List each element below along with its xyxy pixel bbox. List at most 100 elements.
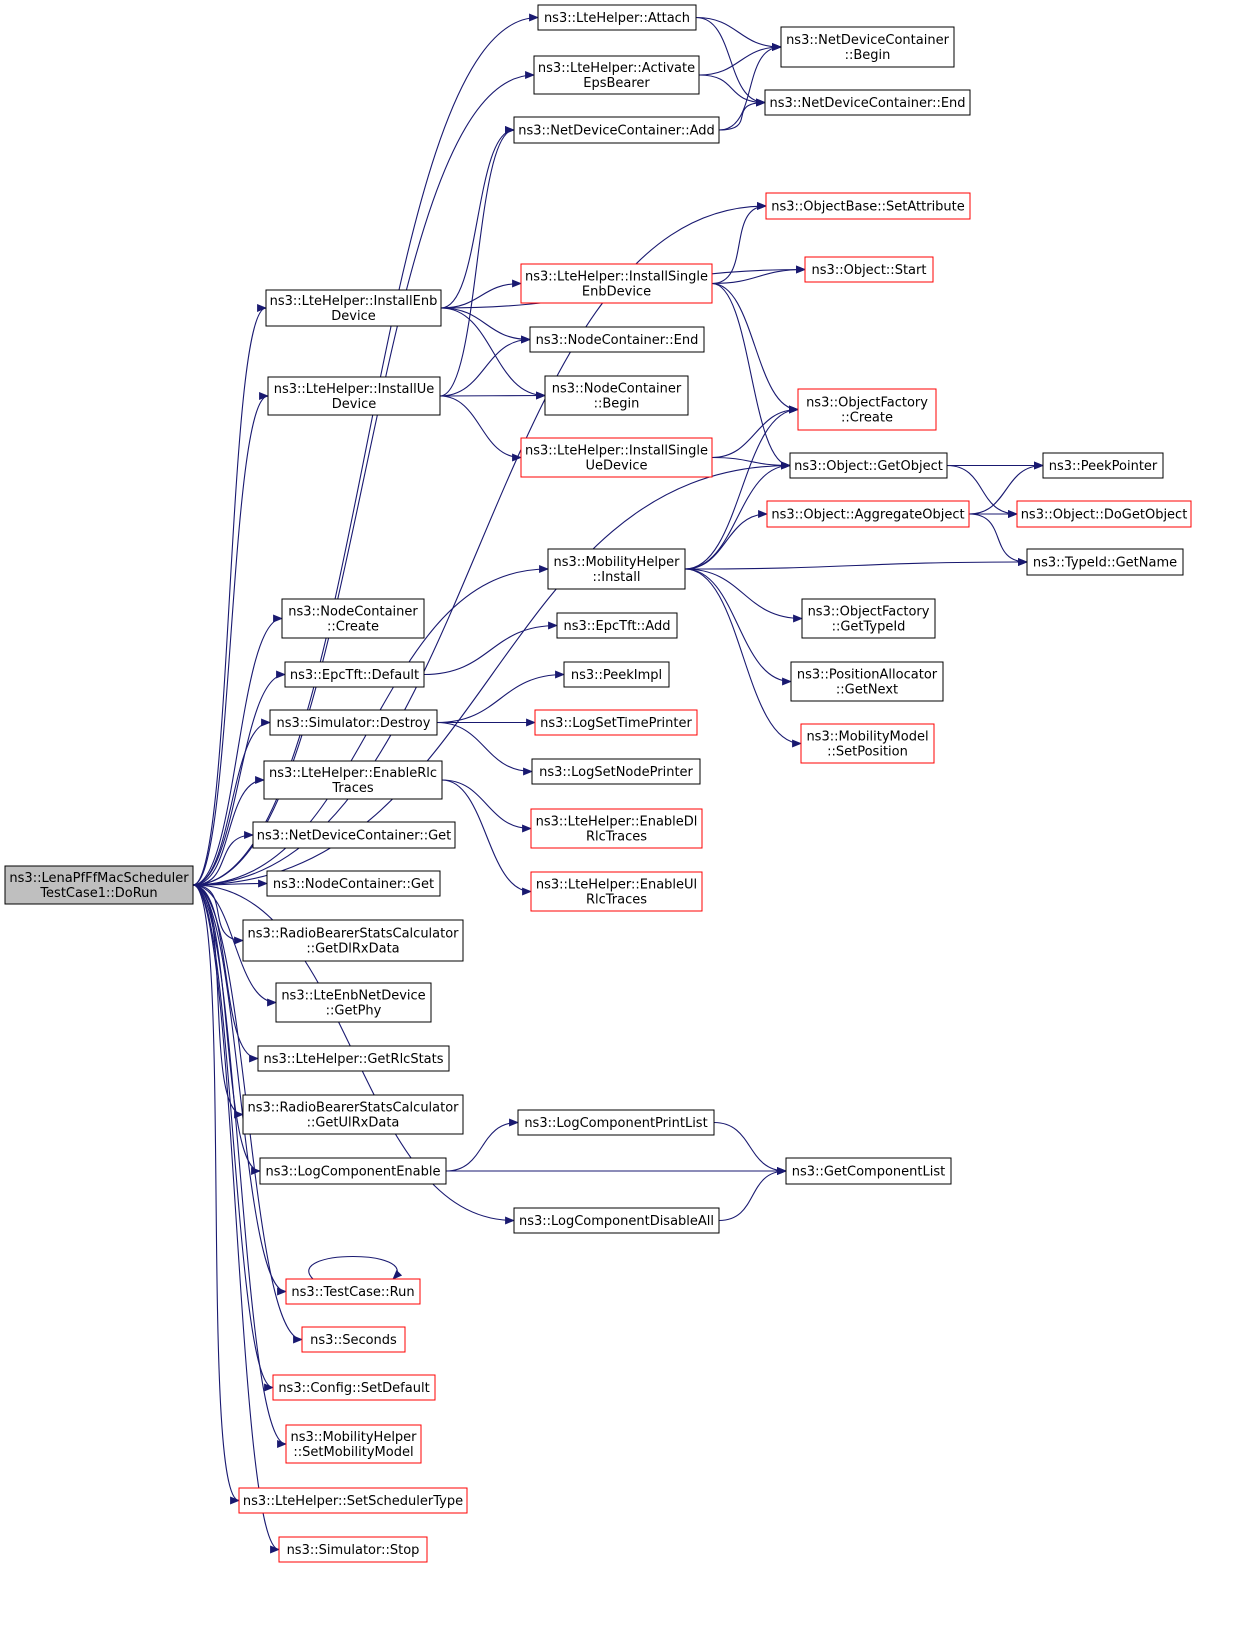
node-box[interactable] — [263, 760, 443, 800]
node-box[interactable] — [513, 116, 720, 144]
node-ns3-mobilityhelper-install[interactable]: ns3::MobilityHelper::Install — [547, 548, 686, 590]
node-box[interactable] — [766, 500, 970, 528]
node-box[interactable] — [547, 548, 686, 590]
node-box[interactable] — [285, 1424, 422, 1464]
node-box[interactable] — [285, 1278, 421, 1305]
node-box[interactable] — [242, 1094, 464, 1135]
node-box[interactable] — [537, 4, 697, 31]
node-ns3-config-setdefault[interactable]: ns3::Config::SetDefault — [272, 1374, 436, 1401]
node-ns3-mobilitymodel-setposition[interactable]: ns3::MobilityModel::SetPosition — [800, 723, 935, 764]
node-box[interactable] — [517, 1109, 715, 1136]
node-ns3-nodecontainer-create[interactable]: ns3::NodeContainer::Create — [281, 598, 425, 639]
node-box[interactable] — [800, 723, 935, 764]
node-ns3-lteenbnetdevice-getphy[interactable]: ns3::LteEnbNetDevice::GetPhy — [275, 982, 432, 1023]
node-ns3-logsettimeprinter[interactable]: ns3::LogSetTimePrinter — [534, 709, 698, 736]
node-box[interactable] — [764, 89, 971, 116]
node-box[interactable] — [252, 821, 456, 849]
node-box[interactable] — [265, 289, 442, 327]
node-ns3-netdevicecontainer-begin[interactable]: ns3::NetDeviceContainer::Begin — [780, 26, 955, 68]
node-ns3-mobilityhelper-setmobilitymodel[interactable]: ns3::MobilityHelper::SetMobilityModel — [285, 1424, 422, 1464]
node-ns3-radiobearerstatscalculator-getulrxdata[interactable]: ns3::RadioBearerStatsCalculator::GetUlRx… — [242, 1094, 464, 1135]
node-box[interactable] — [257, 1045, 450, 1072]
node-ns3-getcomponentlist[interactable]: ns3::GetComponentList — [785, 1157, 952, 1185]
node-ns3-nodecontainer-end[interactable]: ns3::NodeContainer::End — [529, 326, 705, 353]
node-box[interactable] — [556, 612, 678, 639]
node-ns3-nodecontainer-begin[interactable]: ns3::NodeContainer::Begin — [544, 375, 689, 416]
node-ns3-logsetnodeprinter[interactable]: ns3::LogSetNodePrinter — [531, 758, 701, 785]
node-box[interactable] — [301, 1326, 406, 1353]
node-box[interactable] — [789, 452, 948, 479]
node-box[interactable] — [267, 376, 441, 416]
node-ns3-epctft-add[interactable]: ns3::EpcTft::Add — [556, 612, 678, 639]
node-ns3-objectfactory-gettypeid[interactable]: ns3::ObjectFactory::GetTypeId — [801, 598, 936, 639]
node-box[interactable] — [513, 1207, 720, 1234]
node-box[interactable] — [797, 388, 937, 431]
node-ns3-epctft-default[interactable]: ns3::EpcTft::Default — [284, 661, 425, 688]
node-box[interactable] — [563, 661, 670, 688]
node-ns3-ltehelper-attach[interactable]: ns3::LteHelper::Attach — [537, 4, 697, 31]
node-ns3-logcomponentdisableall[interactable]: ns3::LogComponentDisableAll — [513, 1207, 720, 1234]
node-box[interactable] — [275, 982, 432, 1023]
node-box[interactable] — [269, 709, 438, 736]
node-ns3-objectbase-setattribute[interactable]: ns3::ObjectBase::SetAttribute — [765, 192, 971, 220]
node-box[interactable] — [4, 865, 194, 905]
node-box[interactable] — [1042, 452, 1164, 479]
node-ns3-lenapfffmacschedulertestcase1-dorun[interactable]: ns3::LenaPfFfMacSchedulerTestCase1::DoRu… — [4, 865, 194, 905]
node-box[interactable] — [238, 1487, 468, 1514]
node-ns3-positionallocator-getnext[interactable]: ns3::PositionAllocator::GetNext — [790, 661, 944, 702]
node-ns3-radiobearerstatscalculator-getdlrxdata[interactable]: ns3::RadioBearerStatsCalculator::GetDlRx… — [242, 919, 464, 962]
node-ns3-testcase-run[interactable]: ns3::TestCase::Run — [285, 1278, 421, 1305]
node-box[interactable] — [790, 661, 944, 702]
node-ns3-ltehelper-getrlcstats[interactable]: ns3::LteHelper::GetRlcStats — [257, 1045, 450, 1072]
node-ns3-peekpointer[interactable]: ns3::PeekPointer — [1042, 452, 1164, 479]
node-box[interactable] — [804, 256, 934, 283]
node-ns3-object-aggregateobject[interactable]: ns3::Object::AggregateObject — [766, 500, 970, 528]
node-ns3-peekimpl[interactable]: ns3::PeekImpl — [563, 661, 670, 688]
node-ns3-logcomponentenable[interactable]: ns3::LogComponentEnable — [259, 1157, 447, 1185]
node-box[interactable] — [242, 919, 464, 962]
node-box[interactable] — [533, 55, 700, 95]
node-box[interactable] — [530, 808, 703, 849]
node-box[interactable] — [1016, 500, 1192, 528]
node-box[interactable] — [765, 192, 971, 220]
node-box[interactable] — [534, 709, 698, 736]
node-box[interactable] — [785, 1157, 952, 1185]
node-ns3-ltehelper-setschedulertype[interactable]: ns3::LteHelper::SetSchedulerType — [238, 1487, 468, 1514]
node-box[interactable] — [259, 1157, 447, 1185]
node-ns3-simulator-destroy[interactable]: ns3::Simulator::Destroy — [269, 709, 438, 736]
node-box[interactable] — [266, 870, 441, 897]
node-ns3-object-dogetobject[interactable]: ns3::Object::DoGetObject — [1016, 500, 1192, 528]
node-ns3-typeid-getname[interactable]: ns3::TypeId::GetName — [1026, 548, 1184, 576]
node-box[interactable] — [520, 437, 713, 478]
node-box[interactable] — [529, 326, 705, 353]
node-box[interactable] — [520, 263, 713, 304]
node-ns3-netdevicecontainer-add[interactable]: ns3::NetDeviceContainer::Add — [513, 116, 720, 144]
node-ns3-object-getobject[interactable]: ns3::Object::GetObject — [789, 452, 948, 479]
node-box[interactable] — [801, 598, 936, 639]
node-ns3-object-start[interactable]: ns3::Object::Start — [804, 256, 934, 283]
node-ns3-simulator-stop[interactable]: ns3::Simulator::Stop — [278, 1536, 428, 1563]
node-ns3-netdevicecontainer-get[interactable]: ns3::NetDeviceContainer::Get — [252, 821, 456, 849]
node-ns3-seconds[interactable]: ns3::Seconds — [301, 1326, 406, 1353]
node-box[interactable] — [544, 375, 689, 416]
node-box[interactable] — [531, 758, 701, 785]
node-box[interactable] — [272, 1374, 436, 1401]
node-box[interactable] — [780, 26, 955, 68]
node-ns3-nodecontainer-get[interactable]: ns3::NodeContainer::Get — [266, 870, 441, 897]
node-ns3-objectfactory-create[interactable]: ns3::ObjectFactory::Create — [797, 388, 937, 431]
node-box[interactable] — [281, 598, 425, 639]
node-box[interactable] — [530, 871, 703, 912]
node-box[interactable] — [1026, 548, 1184, 576]
node-box[interactable] — [284, 661, 425, 688]
node-box[interactable] — [278, 1536, 428, 1563]
node-ns3-logcomponentprintlist[interactable]: ns3::LogComponentPrintList — [517, 1109, 715, 1136]
node-ns3-netdevicecontainer-end[interactable]: ns3::NetDeviceContainer::End — [764, 89, 971, 116]
